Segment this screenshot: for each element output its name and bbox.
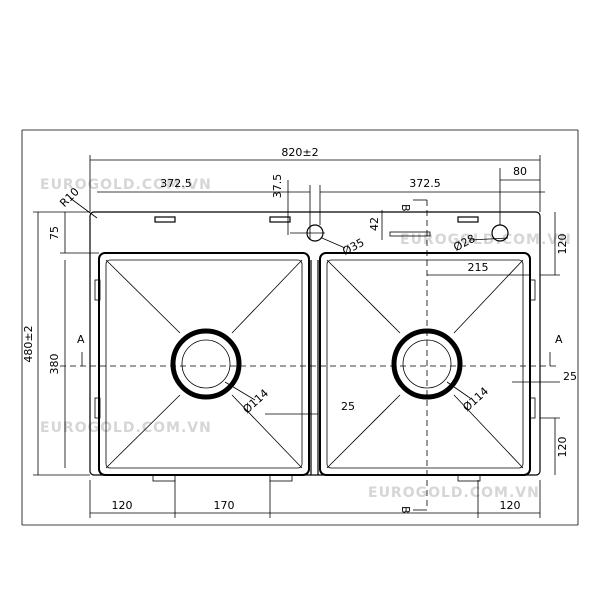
left-bowl (98, 252, 310, 476)
side-tabs (94, 279, 536, 482)
dim-tap-offset-top: 37.5 (271, 174, 284, 199)
dim-tap-hole-offset: 42 (368, 217, 381, 231)
right-bowl (319, 252, 531, 476)
watermark-top-left: EUROGOLD.COM.VN (40, 177, 212, 193)
dim-left-bowl-width: 372.5 (160, 177, 192, 190)
dim-right-bottom-offset: 120 (556, 437, 569, 458)
dim-center-line-offset: 215 (468, 261, 489, 274)
dim-left-drain-dia: Ø114 (240, 387, 271, 417)
dim-overall-height: 480±2 (22, 325, 35, 362)
section-mark-bottom-b: B (399, 506, 412, 514)
dim-divider-gap: 25 (341, 400, 355, 413)
overflow-slots (154, 216, 479, 237)
bowl-divider (310, 260, 319, 475)
dim-tap-hole-dia: Ø35 (340, 236, 366, 258)
section-mark-left-a: A (77, 333, 85, 346)
page-frame (21, 129, 579, 526)
dim-right-bowl-width: 372.5 (409, 177, 441, 190)
section-mark-right-a: A (555, 333, 563, 346)
dim-soap-offset: 80 (513, 165, 527, 178)
dim-overall-width: 820±2 (281, 146, 318, 159)
dim-right-edge-gap: 25 (563, 370, 577, 383)
tap-hole (290, 224, 325, 242)
watermark-bottom-right: EUROGOLD.COM.VN (368, 485, 540, 501)
dim-bottom-right: 120 (500, 499, 521, 512)
section-marks (81, 199, 551, 511)
dim-right-drain-dia: Ø114 (460, 385, 491, 415)
watermark-bottom-left: EUROGOLD.COM.VN (40, 420, 212, 436)
dim-bowl-height: 380 (48, 354, 61, 375)
dim-bottom-left: 120 (112, 499, 133, 512)
sink-outline (89, 211, 541, 476)
left-drain (170, 328, 242, 400)
soap-hole (491, 168, 509, 242)
dim-top-offset: 75 (48, 226, 61, 240)
dimension-lines (33, 155, 560, 518)
section-mark-top-b: B (399, 204, 412, 212)
dim-right-top-offset: 120 (556, 234, 569, 255)
dim-bottom-middle: 170 (214, 499, 235, 512)
centerlines (60, 200, 560, 510)
watermark-top-right: EUROGOLD.COM.VN (400, 232, 572, 248)
